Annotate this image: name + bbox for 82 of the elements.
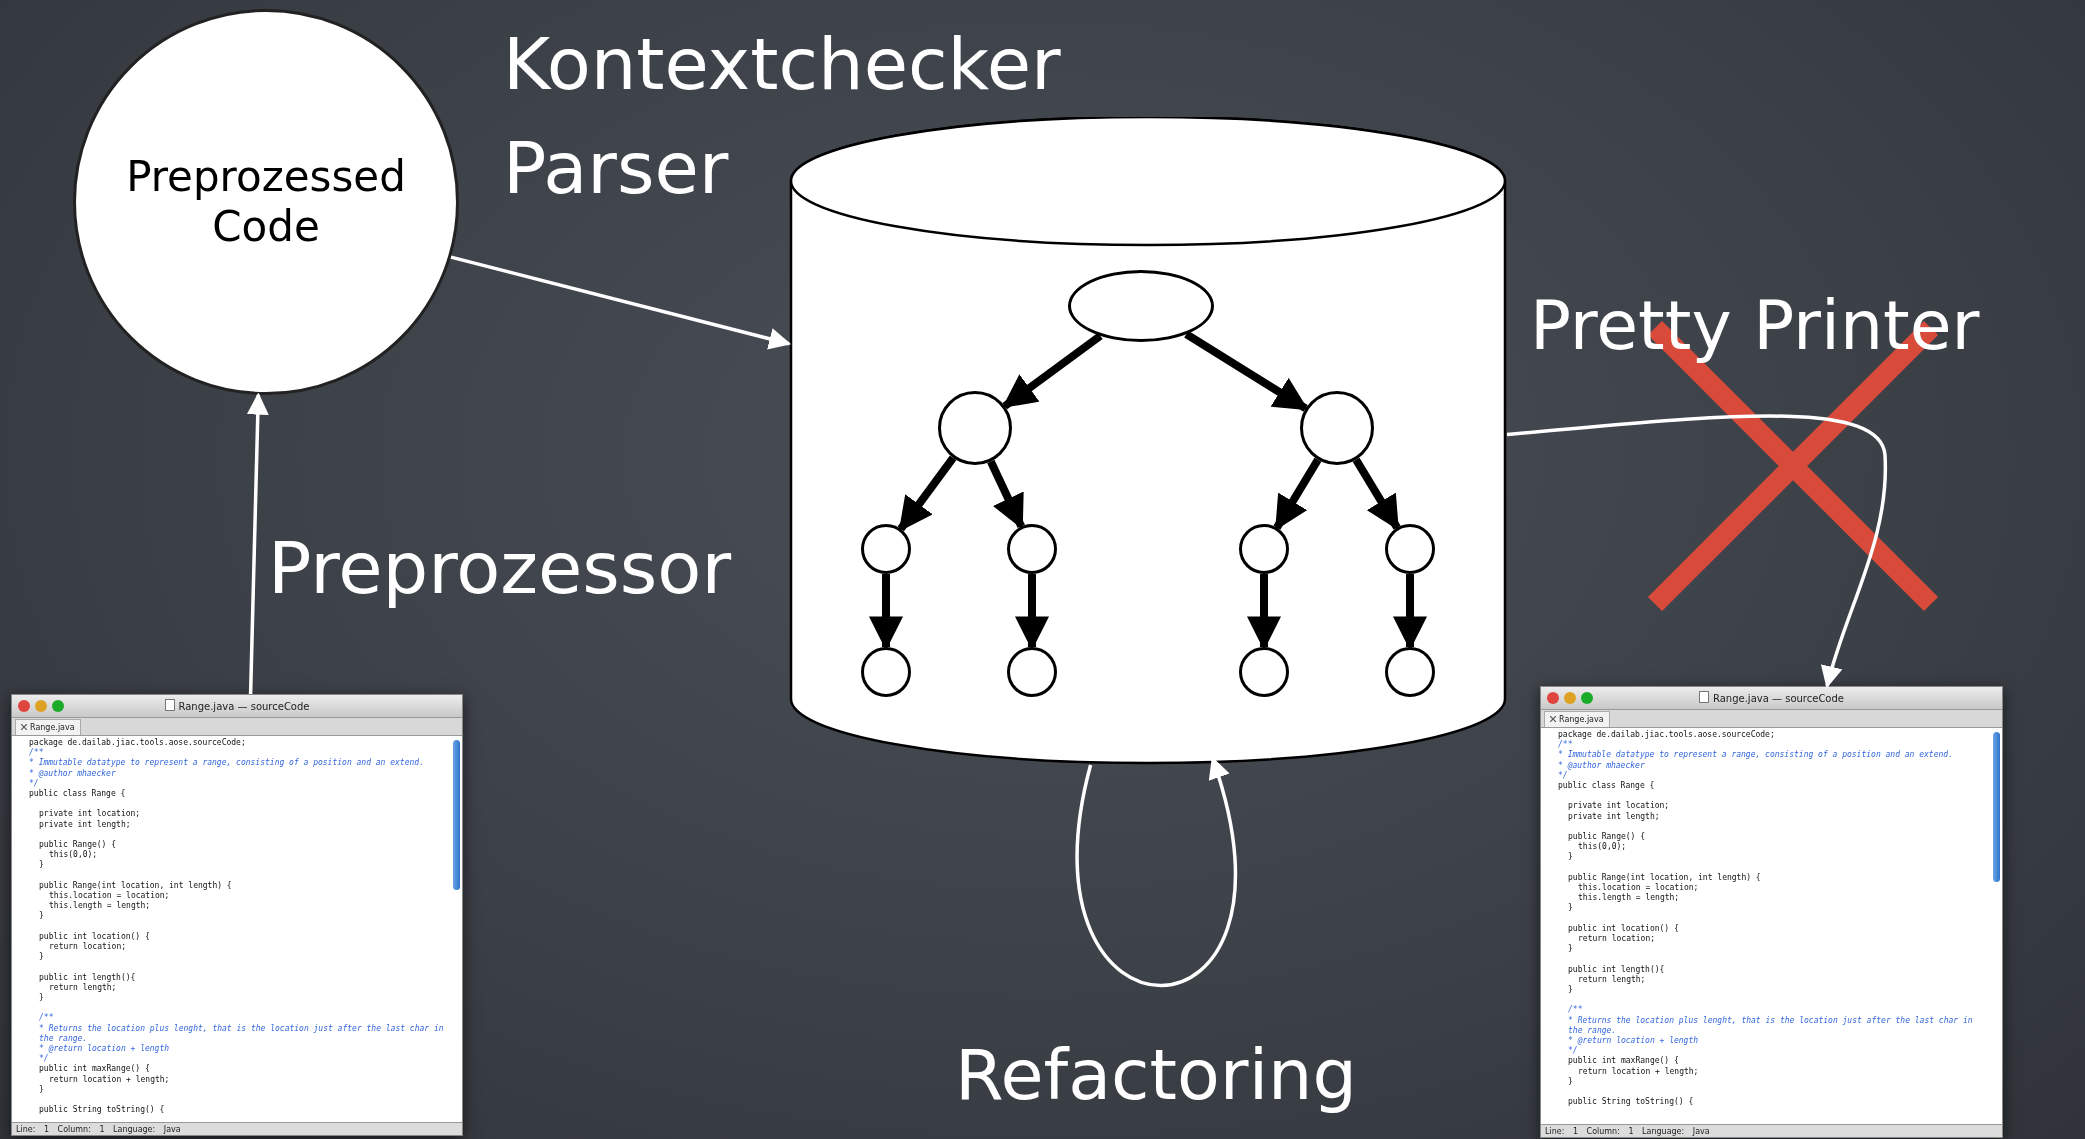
arrow [1184, 330, 1309, 412]
file-tab: Range.java [15, 719, 81, 735]
code-line: public int location() { [1568, 923, 1680, 934]
code-line: } [39, 911, 45, 922]
code-line: this.length = length; [1578, 893, 1681, 904]
arrow [1352, 457, 1401, 531]
arrow [1015, 574, 1049, 651]
code-line: return length; [1578, 974, 1647, 985]
code-line: public class Range { [29, 789, 127, 800]
window-title: Range.java — sourceCode [1713, 693, 1844, 704]
code-line: */ [1558, 770, 1569, 781]
code-line: } [39, 993, 45, 1004]
code-line: */ [1568, 1046, 1579, 1056]
status-text: Line: 1 Column: 1 Language: Java [1545, 1127, 1710, 1136]
code-line: } [39, 952, 45, 963]
code-line: public class Range { [1558, 781, 1656, 792]
code-line: private int location; [1568, 801, 1671, 812]
code-line: public int location() { [39, 931, 151, 942]
code-line: /** [29, 748, 45, 758]
code-line: * @return location + length [39, 1044, 171, 1054]
code-line: public Range() { [39, 840, 118, 850]
code-line: private int location; [39, 809, 142, 820]
code-editor-window [1540, 686, 2003, 1138]
code-line: public Range(int location, int length) { [39, 880, 233, 891]
code-line: * @return location + length [1568, 1036, 1700, 1046]
code-line: public int length(){ [1568, 964, 1666, 975]
node-label: Preprozessed Code [125, 151, 407, 253]
code-line: } [1568, 852, 1574, 863]
code-line: /** [1568, 1005, 1584, 1016]
code-line: * @author mhaecker [1558, 760, 1646, 771]
edge-label: Parser [503, 132, 729, 204]
window-title: Range.java — sourceCode [178, 701, 310, 712]
code-line: * Returns the location plus lenght, that is the location just after the last char in the range. [1568, 1015, 1974, 1036]
arrow [1273, 457, 1322, 531]
code-line: this.location = location; [49, 891, 171, 901]
arrow [1393, 574, 1427, 651]
code-line: } [39, 860, 45, 871]
code-line: public Range(int location, int length) { [1568, 872, 1762, 883]
heading-text: Kontextchecker [503, 28, 1061, 100]
code-line: public String toString() { [1568, 1097, 1695, 1108]
arrow [897, 455, 957, 532]
code-line: * Immutable datatype to represent a range, consisting of a position and an extend. [1558, 750, 1954, 761]
code-line: * Returns the location plus lenght, that is the location just after the last char in the range. [39, 1023, 445, 1044]
code-line: public int length(){ [39, 972, 137, 983]
code-line: return location + length; [49, 1074, 171, 1085]
arrow [1002, 332, 1103, 410]
code-line: return location; [1578, 934, 1657, 945]
code-line: /** [39, 1013, 55, 1024]
code-editor-window [11, 694, 463, 1136]
code-line: public Range() { [1568, 832, 1647, 842]
code-line: return location; [49, 942, 128, 953]
code-line: this.length = length; [49, 901, 152, 912]
arrow [869, 574, 903, 651]
code-line: * @author mhaecker [29, 768, 117, 779]
code-line: } [1568, 985, 1574, 996]
code-line: } [1568, 903, 1574, 914]
status-text: Line: 1 Column: 1 Language: Java [16, 1125, 181, 1134]
code-line: return location + length; [1578, 1066, 1700, 1077]
code-line: public int maxRange() { [39, 1064, 151, 1075]
code-line: } [1568, 1076, 1574, 1087]
arrow [1247, 574, 1281, 651]
code-line: */ [29, 778, 40, 789]
file-tab: Range.java [1544, 711, 1610, 727]
arrow [246, 392, 269, 695]
code-line: package de.dailab.jiac.tools.aose.sourceCode; [29, 738, 247, 748]
code-line: public int maxRange() { [1568, 1056, 1680, 1067]
code-line: private int length; [1568, 811, 1661, 822]
arrow [450, 255, 792, 350]
code-line: this(0,0); [49, 850, 99, 861]
code-line: this.location = location; [1578, 883, 1700, 893]
code-line: public String toString() { [39, 1105, 166, 1116]
code-line: * Immutable datatype to represent a range, consisting of a position and an extend. [29, 758, 425, 769]
code-line: private int length; [39, 819, 132, 830]
arrow [987, 459, 1025, 530]
code-line: /** [1558, 740, 1574, 750]
arrow [1506, 414, 1887, 689]
code-line: */ [39, 1054, 50, 1064]
code-line: } [39, 1084, 45, 1095]
code-line: package de.dailab.jiac.tools.aose.sourceCode; [1558, 730, 1776, 740]
code-line: return length; [49, 982, 118, 993]
code-line: this(0,0); [1578, 842, 1628, 853]
code-line: } [1568, 944, 1574, 955]
